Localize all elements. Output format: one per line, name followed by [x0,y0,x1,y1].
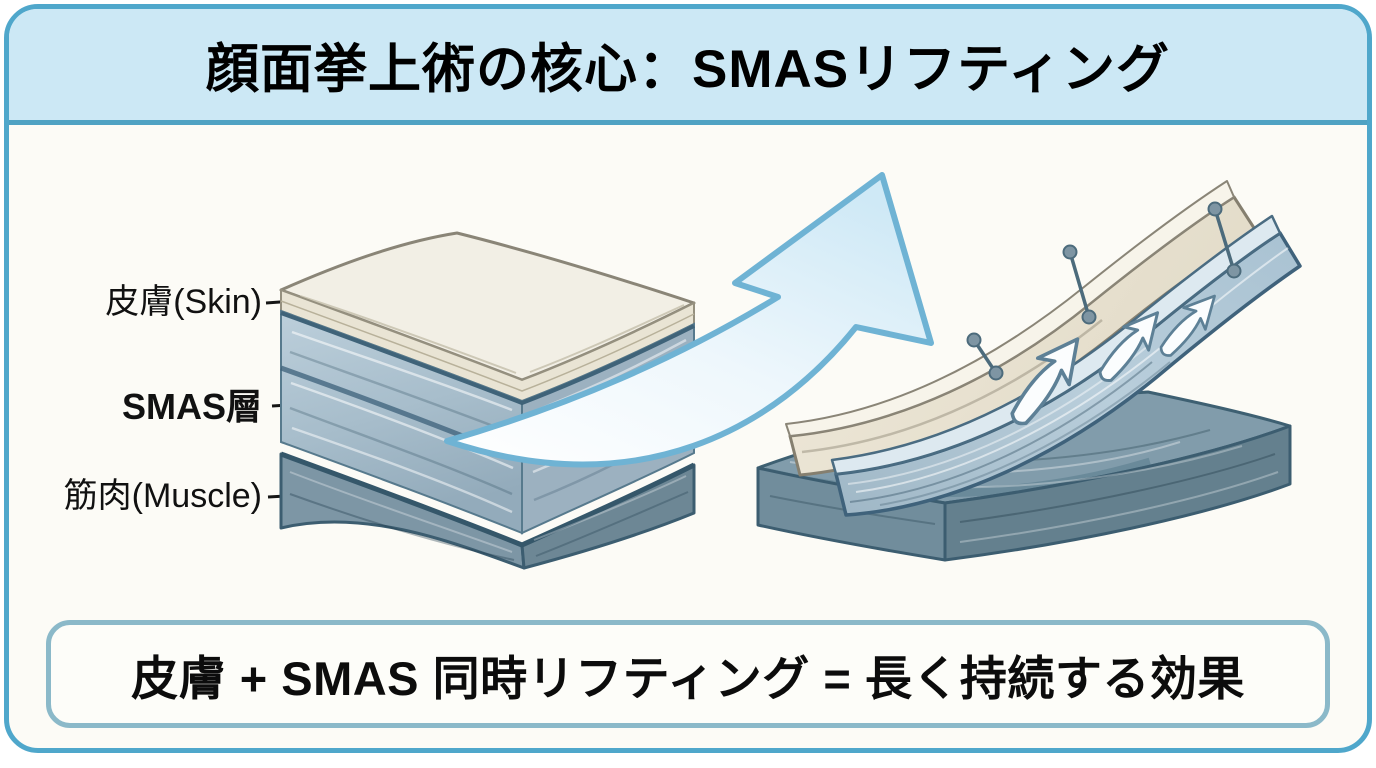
lift-arrow-icon [444,172,934,468]
label-muscle: 筋肉(Muscle) [63,477,262,515]
label-skin: 皮膚(Skin) [105,283,262,321]
skin-top-layer [279,231,696,403]
suture-pins [966,201,1242,381]
lifted-flap [785,180,1302,517]
summary-text: 皮膚 + SMAS 同時リフティング = 長く持続する効果 [131,651,1245,705]
label-smas: SMAS層 [121,386,262,427]
page-title: 顔面挙上術の核心：SMASリフティング [206,39,1170,99]
header-banner: 顔面挙上術の核心：SMASリフティング [9,9,1367,125]
lifted-smas-slab [830,214,1302,517]
muscle-layer [279,451,696,570]
summary-banner: 皮膚 + SMAS 同時リフティング = 長く持続する効果 [46,620,1330,728]
